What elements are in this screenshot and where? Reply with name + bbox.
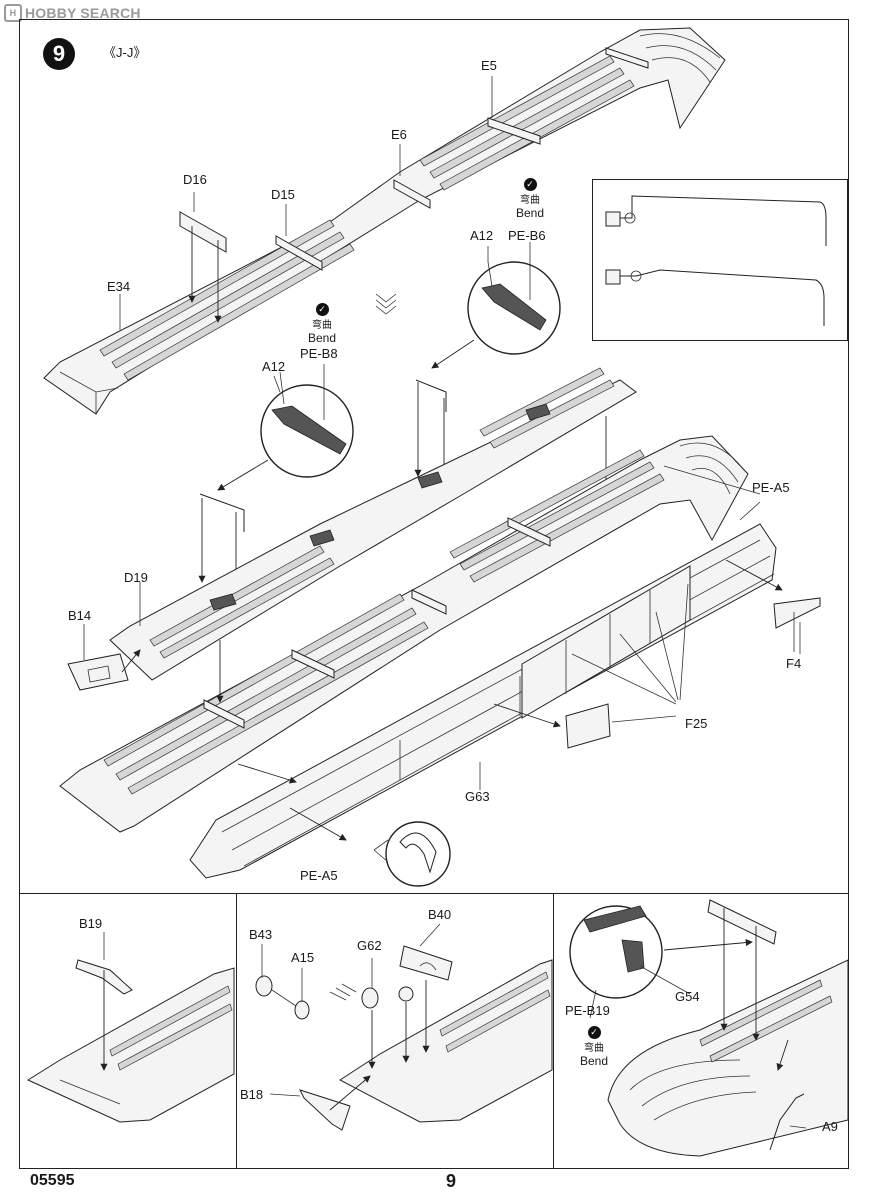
label-a15: A15 xyxy=(291,950,315,965)
step-reference: 《J-J》 xyxy=(103,45,147,60)
label-g63: G63 xyxy=(465,789,490,804)
bend-note-mid: ✓ 弯曲 Bend xyxy=(307,303,337,345)
label-d16: D16 xyxy=(183,172,207,187)
label-e5: E5 xyxy=(481,58,497,73)
label-b40: B40 xyxy=(428,907,452,922)
watermark-text: HOBBY SEARCH xyxy=(25,5,141,21)
label-e6: E6 xyxy=(391,127,407,142)
label-d19: D19 xyxy=(124,570,148,585)
label-a12-top: A12 xyxy=(470,228,494,243)
page-number: 9 xyxy=(446,1171,457,1191)
bend-note-en: Bend xyxy=(307,331,337,345)
part-f25 xyxy=(565,703,611,749)
label-pe-b6: PE-B6 xyxy=(508,228,546,243)
part-b14 xyxy=(67,653,129,691)
page-frame xyxy=(19,19,849,1169)
bend-note-zh: 弯曲 xyxy=(312,320,332,331)
label-a12-mid: A12 xyxy=(262,359,286,374)
label-b18: B18 xyxy=(240,1087,264,1102)
label-b14: B14 xyxy=(68,608,92,623)
panel-divider-left xyxy=(236,893,237,1169)
direction-arrows xyxy=(375,293,397,315)
label-d15: D15 xyxy=(271,187,295,202)
panel-g54-drawing xyxy=(569,899,849,1157)
lower-deck-part xyxy=(59,435,749,833)
label-g62: G62 xyxy=(357,938,382,953)
bend-note-zh: 弯曲 xyxy=(584,1043,604,1054)
label-pe-b8: PE-B8 xyxy=(300,346,338,361)
watermark-logo: H xyxy=(4,4,22,22)
middle-deck-part xyxy=(109,367,637,681)
detail-inset-box xyxy=(592,179,848,341)
label-f4: F4 xyxy=(786,656,802,671)
panel-divider-right xyxy=(553,893,554,1169)
label-a9: A9 xyxy=(822,1119,838,1134)
label-pe-b19: PE-B19 xyxy=(565,1003,610,1018)
part-d16 xyxy=(179,211,227,253)
label-pe-a5-right: PE-A5 xyxy=(752,480,790,495)
label-b43: B43 xyxy=(249,927,273,942)
step-number-badge: 9 xyxy=(43,38,75,70)
label-e34: E34 xyxy=(107,279,131,294)
panel-b43-drawing xyxy=(255,945,553,1131)
bend-note-en: Bend xyxy=(515,206,545,220)
callout-circle-pe-a5 xyxy=(385,821,451,887)
bend-note-bottom: ✓ 弯曲 Bend xyxy=(577,1026,611,1068)
label-g54: G54 xyxy=(675,989,700,1004)
bend-icon: ✓ xyxy=(523,178,537,191)
section-divider xyxy=(19,893,849,894)
hull-part-g63 xyxy=(189,523,777,879)
label-b19: B19 xyxy=(79,916,103,931)
upper-deck-part xyxy=(43,27,726,415)
panel-b19-drawing xyxy=(26,959,235,1123)
label-f25: F25 xyxy=(685,716,708,731)
bend-icon: ✓ xyxy=(315,303,329,316)
watermark: H HOBBY SEARCH xyxy=(4,4,141,22)
bend-note-top: ✓ 弯曲 Bend xyxy=(515,178,545,220)
bend-icon: ✓ xyxy=(587,1026,601,1039)
bend-note-zh: 弯曲 xyxy=(520,195,540,206)
bend-note-en: Bend xyxy=(579,1054,609,1068)
label-pe-a5-bottom: PE-A5 xyxy=(300,868,338,883)
part-f4 xyxy=(773,597,821,629)
product-code: 05595 xyxy=(30,1172,75,1189)
inset-detail xyxy=(605,195,827,326)
